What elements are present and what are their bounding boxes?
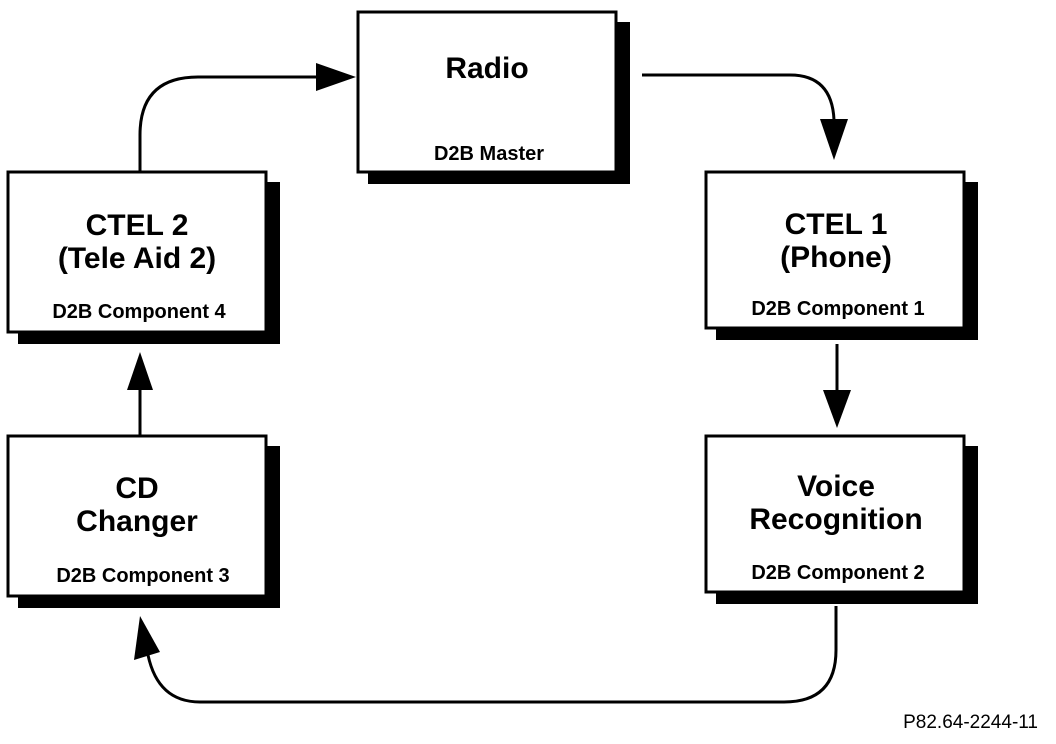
node-ctel2-title-line-2: (Tele Aid 2) [58,242,216,275]
node-voice-title-line-1: Voice [797,470,875,503]
edge-ctel1-to-voice [823,344,851,428]
arrowhead-right-icon [316,63,356,91]
node-cd-box [6,434,268,598]
node-cd-title-line-2: Changer [76,505,198,538]
arrowhead-down-icon [820,119,848,160]
node-radio-subtitle: D2B Master [434,143,544,165]
node-voice-recognition: Voice Recognition D2B Component 2 [704,434,978,604]
arrowhead-down-icon [823,390,851,428]
arrowhead-up-icon [134,616,160,660]
node-ctel1-subtitle: D2B Component 1 [751,298,924,320]
edge-cd-to-ctel2 [127,352,153,436]
node-ctel1: CTEL 1 (Phone) D2B Component 1 [704,170,978,340]
edge-ctel2-to-radio [138,63,356,172]
node-radio-box [356,10,618,174]
node-ctel2-box [6,170,268,334]
figure-id: P82.64-2244-11 [903,712,1038,733]
node-cd-subtitle: D2B Component 3 [56,565,229,587]
node-radio-title-line-1: Radio [445,52,528,85]
node-cd-changer: CD Changer D2B Component 3 [6,434,280,608]
node-voice-subtitle: D2B Component 2 [751,562,924,584]
node-ctel2: CTEL 2 (Tele Aid 2) D2B Component 4 [6,170,280,344]
node-ctel2-subtitle: D2B Component 4 [52,301,226,323]
node-cd-title-line-1: CD [115,472,158,505]
node-ctel1-box [704,170,966,330]
arrowhead-up-icon [127,352,153,390]
node-voice-box [704,434,966,594]
node-ctel1-title-line-2: (Phone) [780,241,892,274]
node-ctel2-title-line-1: CTEL 2 [86,209,189,242]
node-ctel1-title-line-1: CTEL 1 [785,208,888,241]
node-radio: Radio D2B Master [356,10,630,184]
node-voice-title-line-2: Recognition [749,503,922,536]
edge-radio-to-ctel1 [642,73,848,160]
edge-voice-to-cd [134,606,838,704]
